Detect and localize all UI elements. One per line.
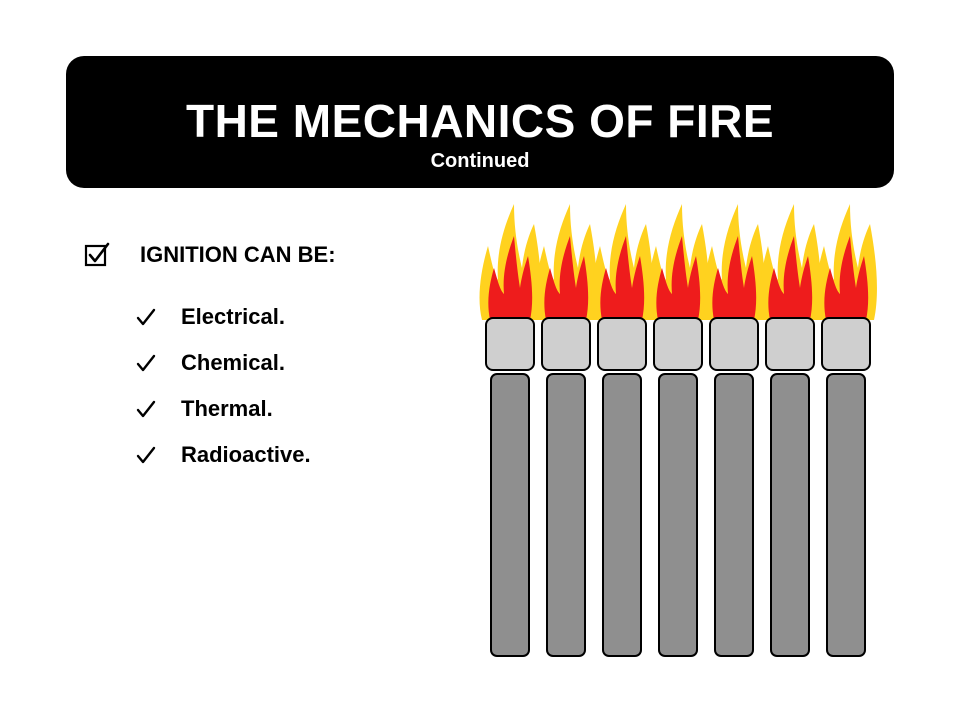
list-item: Electrical. [135, 294, 311, 340]
match-stick [546, 373, 586, 657]
flame-inner [824, 236, 869, 320]
match-stick [490, 373, 530, 657]
checked-box-icon [84, 242, 110, 268]
match [479, 204, 541, 657]
match [535, 204, 597, 657]
flame-inner [656, 236, 701, 320]
sub-bullet-label: Thermal. [181, 396, 273, 421]
title-banner: THE MECHANICS OF FIRE Continued [66, 56, 894, 188]
slide-title: THE MECHANICS OF FIRE [185, 95, 775, 147]
list-item: Radioactive. [135, 432, 311, 478]
main-bullet-label: IGNITION CAN BE: [140, 242, 336, 267]
match-head [597, 317, 647, 371]
flame-inner [544, 236, 589, 320]
list-item: Thermal. [135, 386, 311, 432]
match [759, 204, 821, 657]
match-stick [770, 373, 810, 657]
match-head [821, 317, 871, 371]
match-head [541, 317, 591, 371]
match-stick [826, 373, 866, 657]
sub-bullet-list: Electrical. Chemical. Thermal. Radioacti… [135, 294, 311, 478]
match-stick [658, 373, 698, 657]
sub-bullet-label: Chemical. [181, 350, 285, 375]
match-stick [602, 373, 642, 657]
match-stick [714, 373, 754, 657]
match-head [653, 317, 703, 371]
match [703, 204, 765, 657]
checkmark-icon [135, 444, 157, 466]
sub-bullet-label: Electrical. [181, 304, 285, 329]
checkmark-icon [135, 352, 157, 374]
main-bullet: IGNITION CAN BE: [84, 238, 336, 272]
match-head [765, 317, 815, 371]
match [647, 204, 709, 657]
burning-matches-illustration [479, 204, 877, 657]
slide-subtitle: Continued [430, 150, 530, 172]
match [815, 204, 877, 657]
match-head [709, 317, 759, 371]
flame-inner [600, 236, 645, 320]
checkmark-icon [135, 306, 157, 328]
flame-inner [712, 236, 757, 320]
match [591, 204, 653, 657]
flame-inner [488, 236, 533, 320]
checkmark-icon [135, 398, 157, 420]
match-head [485, 317, 535, 371]
list-item: Chemical. [135, 340, 311, 386]
flame-inner [768, 236, 813, 320]
sub-bullet-label: Radioactive. [181, 442, 311, 467]
